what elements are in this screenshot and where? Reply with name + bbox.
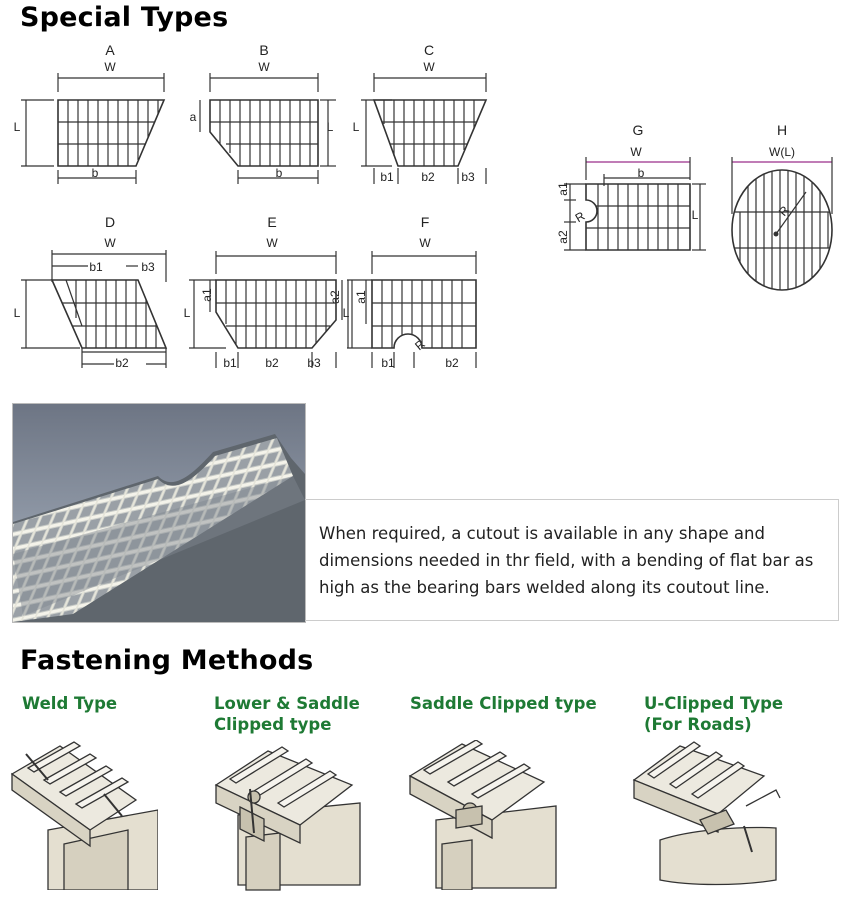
diagram-g-w: W: [630, 145, 642, 159]
diagram-f-b2: b2: [445, 356, 459, 370]
weld-type-illustration: [10, 741, 158, 890]
diagram-d-drawing: [21, 250, 168, 368]
diagram-e-letter: E: [267, 214, 277, 230]
special-types-heading: Special Types: [20, 2, 229, 33]
diagram-h-letter: H: [776, 122, 788, 138]
diagram-e-l: L: [183, 306, 191, 320]
weld-type-title: Weld Type: [22, 694, 118, 713]
u-clipped-title: U-Clipped Type (For Roads): [644, 694, 784, 734]
saddle-clipped-illustration: [408, 740, 557, 890]
diagram-c-b2: b2: [421, 170, 435, 184]
diagram-c-drawing: [361, 73, 488, 184]
cutout-section: When required, a cutout is available in …: [12, 403, 840, 623]
cutout-description: When required, a cutout is available in …: [305, 499, 839, 621]
diagram-e-b2: b2: [265, 356, 279, 370]
diagram-g-b: b: [637, 166, 645, 180]
diagram-a-l: L: [13, 120, 21, 134]
diagram-d-b2: b2: [115, 356, 129, 370]
cutout-grating-photo: [12, 403, 306, 623]
u-clipped-illustration: [632, 741, 781, 886]
diagram-f-b1: b1: [381, 356, 395, 370]
diagram-c-l: L: [352, 120, 360, 134]
diagram-h-wl: W(L): [769, 145, 795, 159]
diagram-b-letter: B: [259, 42, 269, 58]
diagram-b-b: b: [275, 166, 283, 180]
diagram-b-a: a: [189, 110, 197, 124]
diagram-d-w: W: [104, 236, 116, 250]
diagram-c-b1: b1: [380, 170, 394, 184]
diagram-e-b1: b1: [223, 356, 237, 370]
diagram-f-w: W: [419, 236, 431, 250]
diagram-b-l: L: [326, 120, 334, 134]
lower-saddle-clipped-illustration: [214, 746, 361, 891]
fastening-methods-heading: Fastening Methods: [20, 645, 314, 676]
diagram-a-drawing: [21, 73, 166, 184]
diagram-h-drawing: [731, 157, 833, 291]
diagram-f-l: L: [342, 306, 350, 320]
diagram-b-w: W: [258, 60, 270, 74]
diagram-a-w: W: [104, 60, 116, 74]
diagram-d-letter: D: [104, 214, 116, 230]
diagram-a-b: b: [91, 166, 99, 180]
diagram-g-letter: G: [632, 122, 644, 138]
diagram-g-drawing: [564, 157, 706, 251]
diagram-e-b3: b3: [307, 356, 321, 370]
diagram-c-b3: b3: [461, 170, 475, 184]
diagram-f-drawing: [347, 251, 477, 368]
diagram-d-b3: b3: [141, 260, 155, 274]
diagram-e-drawing: [189, 251, 349, 368]
diagram-c-letter: C: [423, 42, 435, 58]
diagram-g-l: L: [691, 208, 699, 222]
diagram-d-b1: b1: [89, 260, 103, 274]
diagram-e-w: W: [266, 236, 278, 250]
diagram-f-letter: F: [420, 214, 430, 230]
diagram-c-w: W: [423, 60, 435, 74]
lower-saddle-clipped-title: Lower & Saddle Clipped type: [214, 694, 360, 734]
diagram-d-l: L: [13, 306, 21, 320]
saddle-clipped-title: Saddle Clipped type: [410, 694, 597, 713]
diagram-a-letter: A: [105, 42, 115, 58]
diagram-b-drawing: [199, 73, 336, 184]
